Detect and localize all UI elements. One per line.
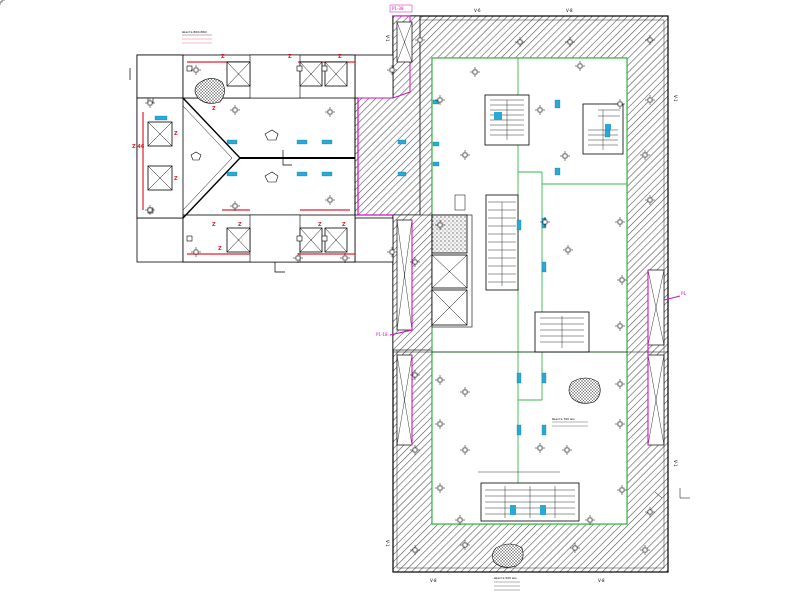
axis-bottom-left: V-8 [430,578,437,583]
red-z-8: Z [238,222,242,228]
main-shaft-blob [568,377,601,404]
note-bottom: Шахта 500 мм [494,576,517,580]
red-z-9: Z [318,222,322,228]
stair-bottom [478,471,580,522]
red-z-2: Z [288,54,292,60]
red-z-5: Z [174,131,178,137]
wing-left-tag: Z 46 [132,144,145,150]
axis-right-upper: V-1 [673,95,678,102]
axis-top-left: V-6 [474,8,481,13]
red-z-7: Z [212,222,216,228]
axis-left-lower: V-1 [385,540,390,547]
red-z-4: Z [212,106,216,112]
axis-bottom-right: V-8 [598,578,605,583]
note-wing: Шахта 800х800 [182,30,207,34]
red-z-11: Z [218,246,222,252]
stair-center [485,194,519,291]
axis-right-lower: V-1 [673,460,678,467]
left-wing: Z Z Z Z Z Z Z Z Z Z Z Z 46 Шахта 800х800 [129,15,411,273]
tag-top-magenta: Р1-38 [392,6,404,11]
stair-top-right [582,103,624,155]
tag-left-magenta: Р1-18 [376,332,388,337]
stair-top [484,94,530,146]
wing-shaft-blob [194,78,225,104]
stair-lower [534,311,590,353]
main-diffusers [432,99,611,436]
elevator-shafts [431,194,468,326]
red-z-10: Z [342,222,346,228]
tag-right-magenta: Р1 [681,291,686,296]
column-markers [0,0,656,556]
axis-left-upper: V-1 [385,35,390,42]
axis-top-right: V-8 [566,8,573,13]
note-main: Шахта 700 мм [552,417,575,421]
red-z-3: Z [338,54,342,60]
red-z-6: Z [174,176,178,182]
red-z-1: Z [221,54,225,60]
bottom-shaft-blob [492,543,524,568]
